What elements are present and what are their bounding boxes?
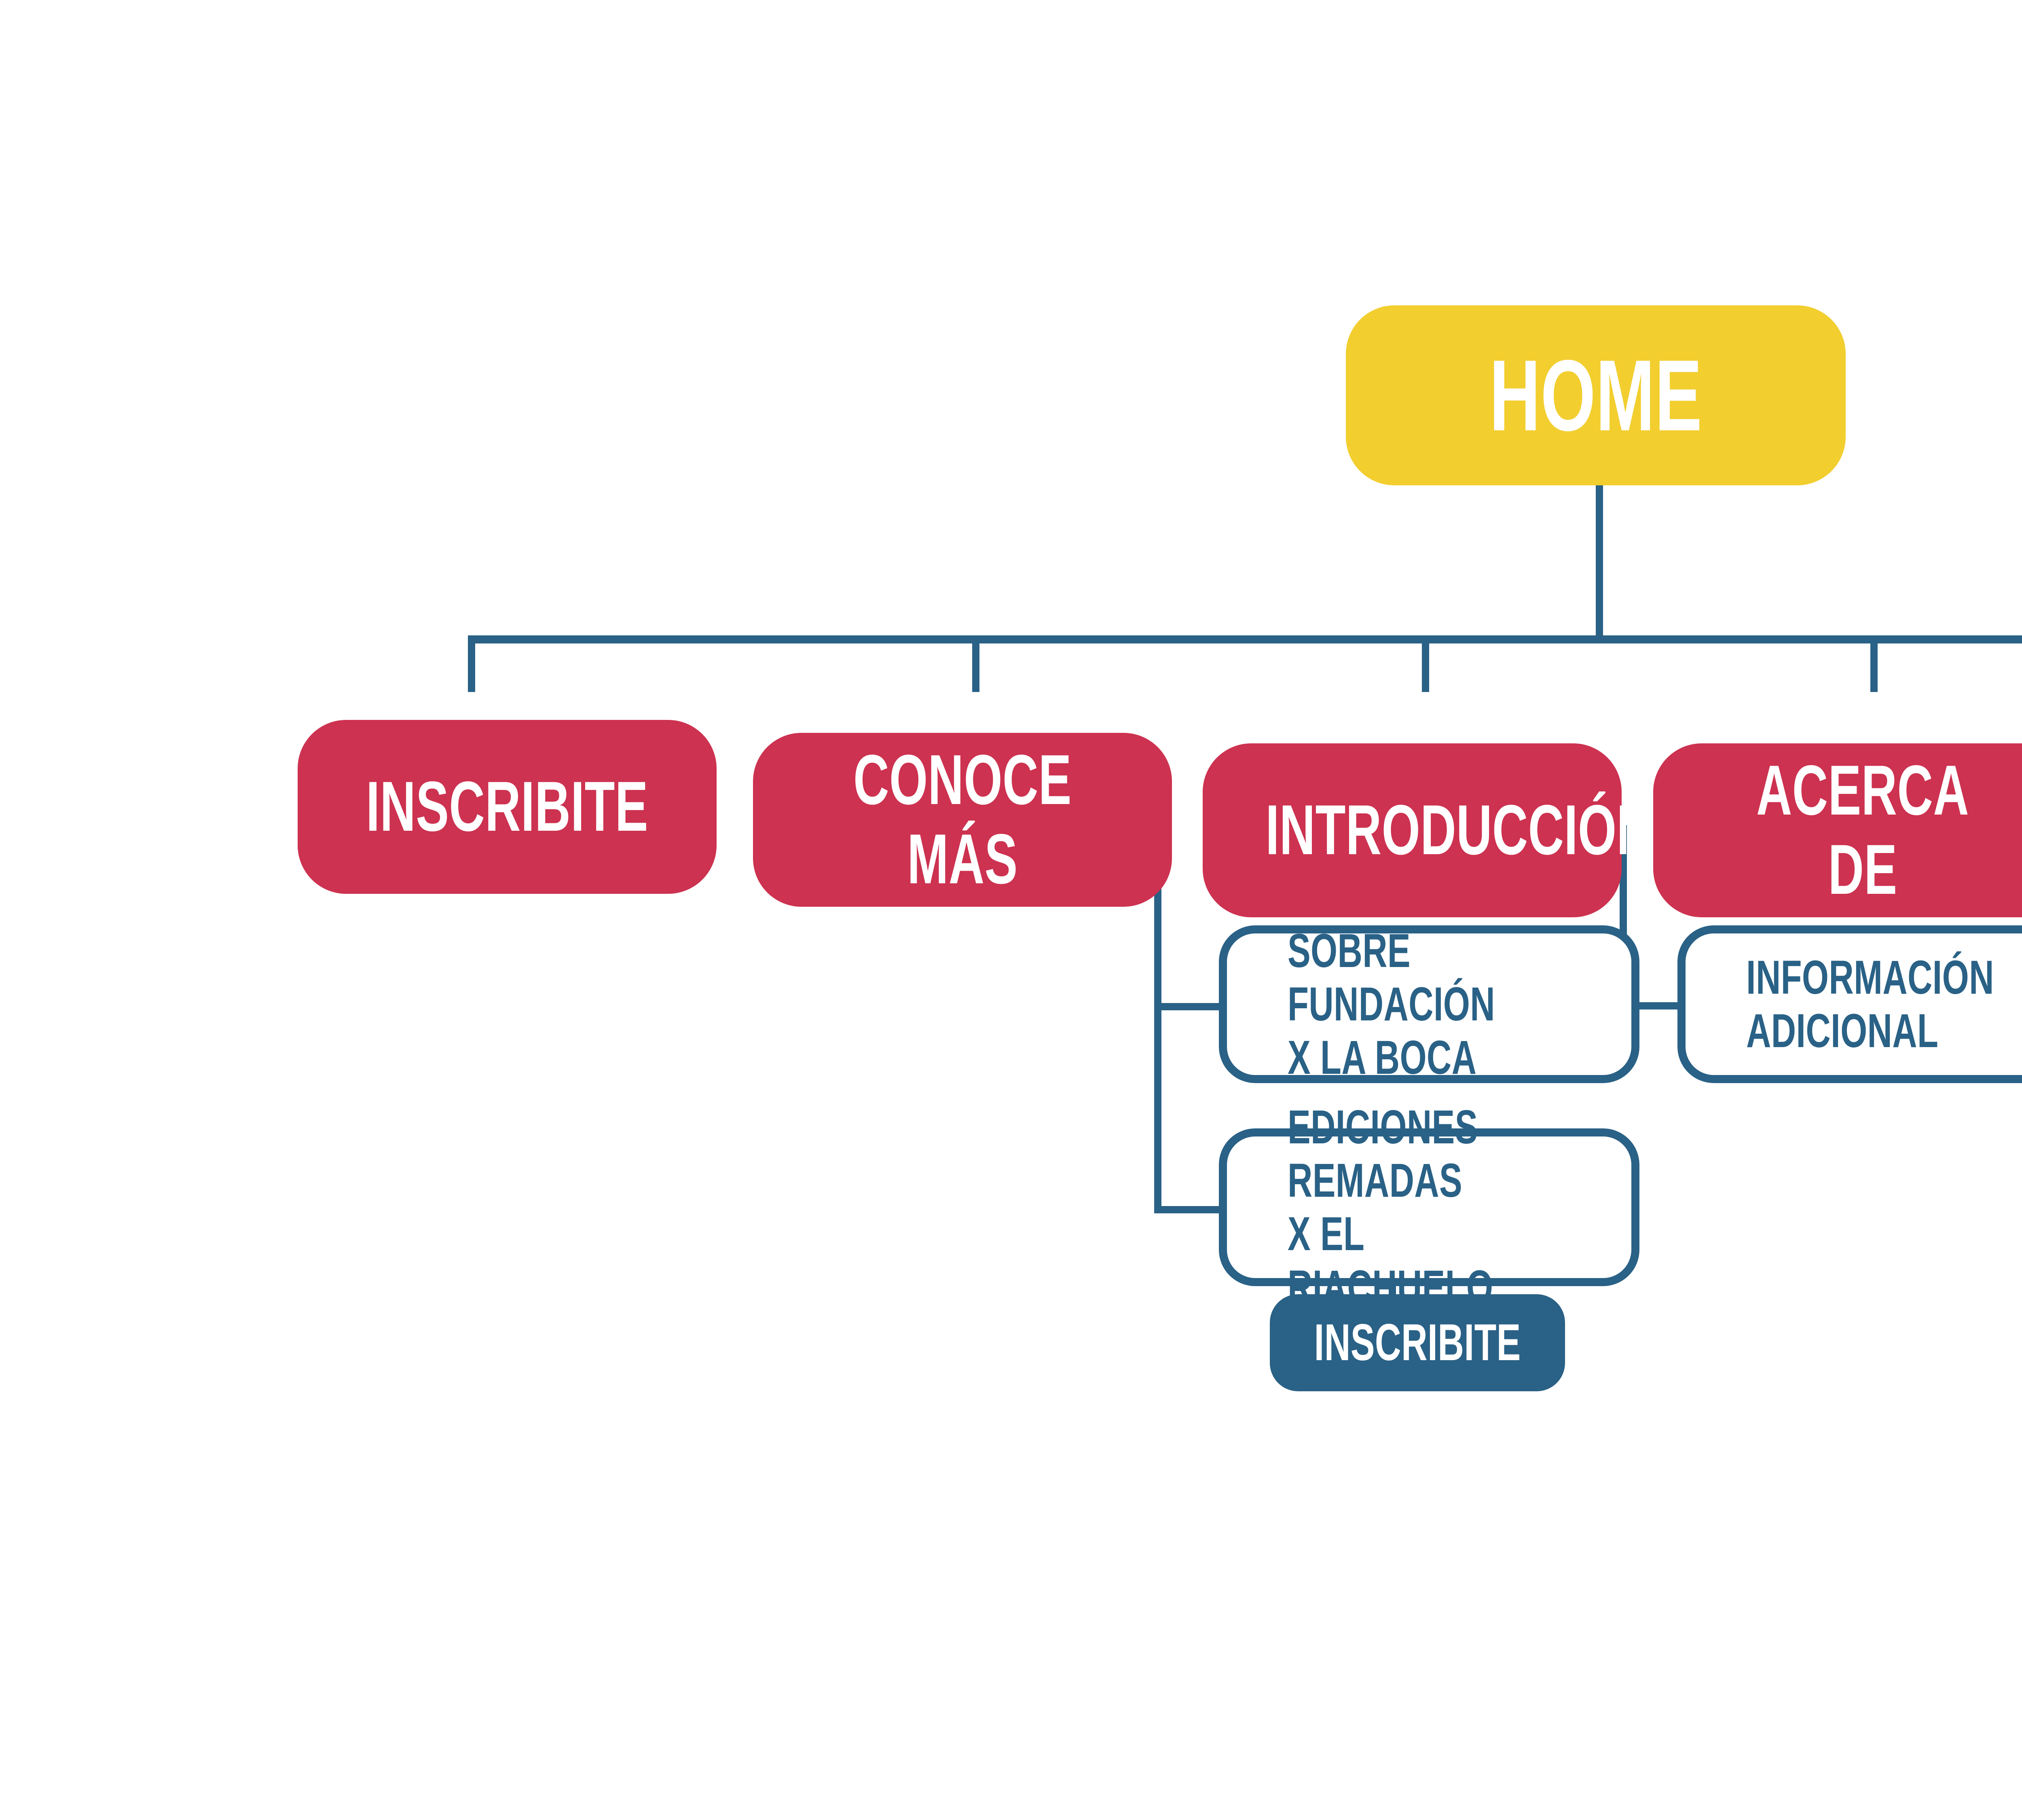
node-inscribite-sub-label: INSCRIBITE [1314, 1314, 1521, 1372]
node-conoce-mas[interactable]: CONOCE MÁS [753, 733, 1172, 907]
node-ediciones-remadas-x-el-riachuelo[interactable]: EDICIONES REMADAS X EL RIACHUELO [1219, 1100, 1639, 1314]
node-inscribite[interactable]: INSCRIBITE [298, 720, 717, 894]
connector-introduccion-spine [1154, 825, 1161, 1213]
connector-main-bus [468, 635, 2022, 643]
node-inscribite-label: INSCRIBITE [366, 767, 648, 846]
node-informacion-adicional-label: INFORMACIÓN ADICIONAL [1746, 950, 1994, 1058]
node-conoce-mas-label: CONOCE MÁS [853, 741, 1072, 899]
node-introduccion-label: INTRODUCCIÓN [1265, 791, 1653, 870]
connector-drop-conoce-mas [972, 635, 979, 692]
node-sobre-fundacion-x-la-boca-label: SOBRE FUNDACIÓN X LA BOCA [1288, 924, 1495, 1085]
connector-drop-introduccion [1422, 635, 1429, 692]
node-ediciones-remadas-x-el-riachuelo-label: EDICIONES REMADAS X EL RIACHUELO [1288, 1100, 1493, 1314]
connector-introduccion-to-ediciones [1154, 1206, 1219, 1213]
node-home-label: HOME [1489, 339, 1703, 452]
node-informacion-adicional[interactable]: INFORMACIÓN ADICIONAL [1677, 925, 2022, 1083]
node-acerca-de[interactable]: ACERCA DE [1653, 743, 2022, 917]
node-acerca-de-label: ACERCA DE [1756, 751, 1969, 909]
connector-home-stem [1596, 484, 1603, 639]
connector-drop-inscribite [468, 635, 475, 692]
node-sobre-fundacion-x-la-boca[interactable]: SOBRE FUNDACIÓN X LA BOCA [1219, 924, 1639, 1085]
connector-drop-acerca-de [1870, 635, 1878, 692]
node-introduccion[interactable]: INTRODUCCIÓN [1203, 743, 1653, 917]
node-home[interactable]: HOME [1346, 305, 1846, 485]
connector-introduccion-to-sobre-fundacion [1154, 1003, 1219, 1010]
node-inscribite-sub[interactable]: INSCRIBITE [1270, 1294, 1565, 1391]
